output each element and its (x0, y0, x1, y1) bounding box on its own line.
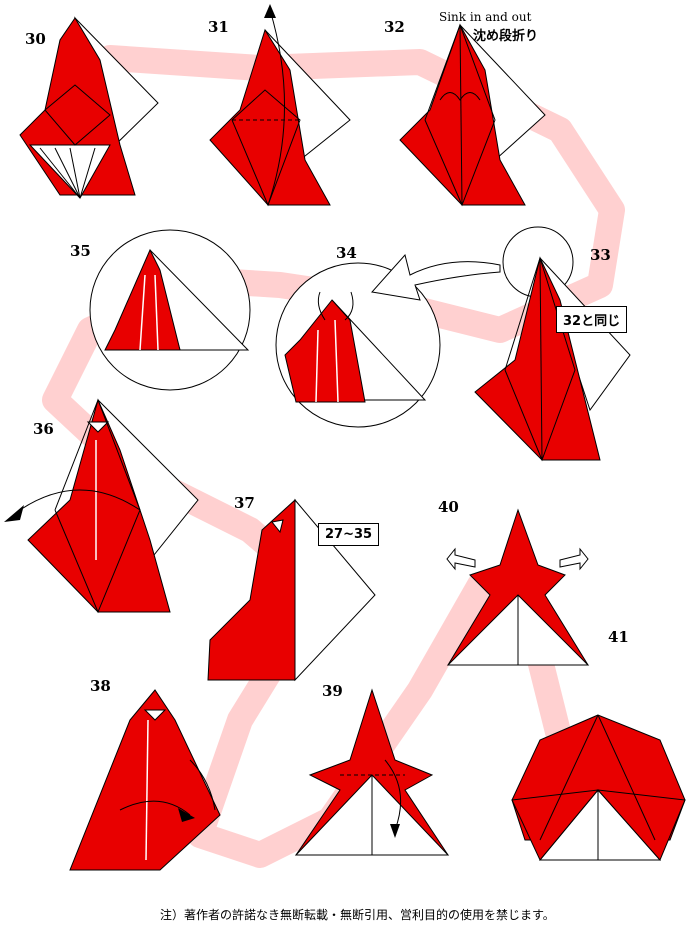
callout-repeat-27-35: 27~35 (318, 523, 380, 546)
figure-32 (399, 23, 546, 207)
figure-31 (209, 4, 351, 207)
step-number-39: 39 (322, 682, 343, 700)
figure-40 (446, 508, 590, 666)
figure-30 (19, 16, 159, 199)
step-number-33: 33 (590, 246, 611, 264)
figure-36 (4, 398, 199, 614)
figure-38 (69, 689, 221, 871)
step-number-38: 38 (90, 677, 111, 695)
figure-37 (207, 498, 376, 682)
figure-41 (511, 714, 686, 861)
step-number-41: 41 (608, 628, 629, 646)
step-number-36: 36 (33, 420, 54, 438)
step-number-30: 30 (25, 30, 46, 48)
figure-35 (89, 229, 251, 391)
step-number-32: 32 (384, 18, 405, 36)
figure-39 (294, 688, 450, 856)
sink-label-en: Sink in and out (439, 10, 532, 24)
sink-label-jp: 沈め段折り (473, 29, 539, 44)
figure-34 (275, 262, 441, 428)
step-number-37: 37 (234, 494, 255, 512)
step-number-31: 31 (208, 18, 229, 36)
step-number-35: 35 (70, 242, 91, 260)
step-number-40: 40 (438, 498, 459, 516)
arrow-33-to-34 (371, 253, 501, 301)
callout-same-as-32: 32と同じ (556, 306, 628, 333)
copyright-notice: 注）著作者の許諾なき無断転載・無断引用、営利目的の使用を禁じます。 (160, 908, 555, 922)
step-number-34: 34 (336, 244, 357, 262)
